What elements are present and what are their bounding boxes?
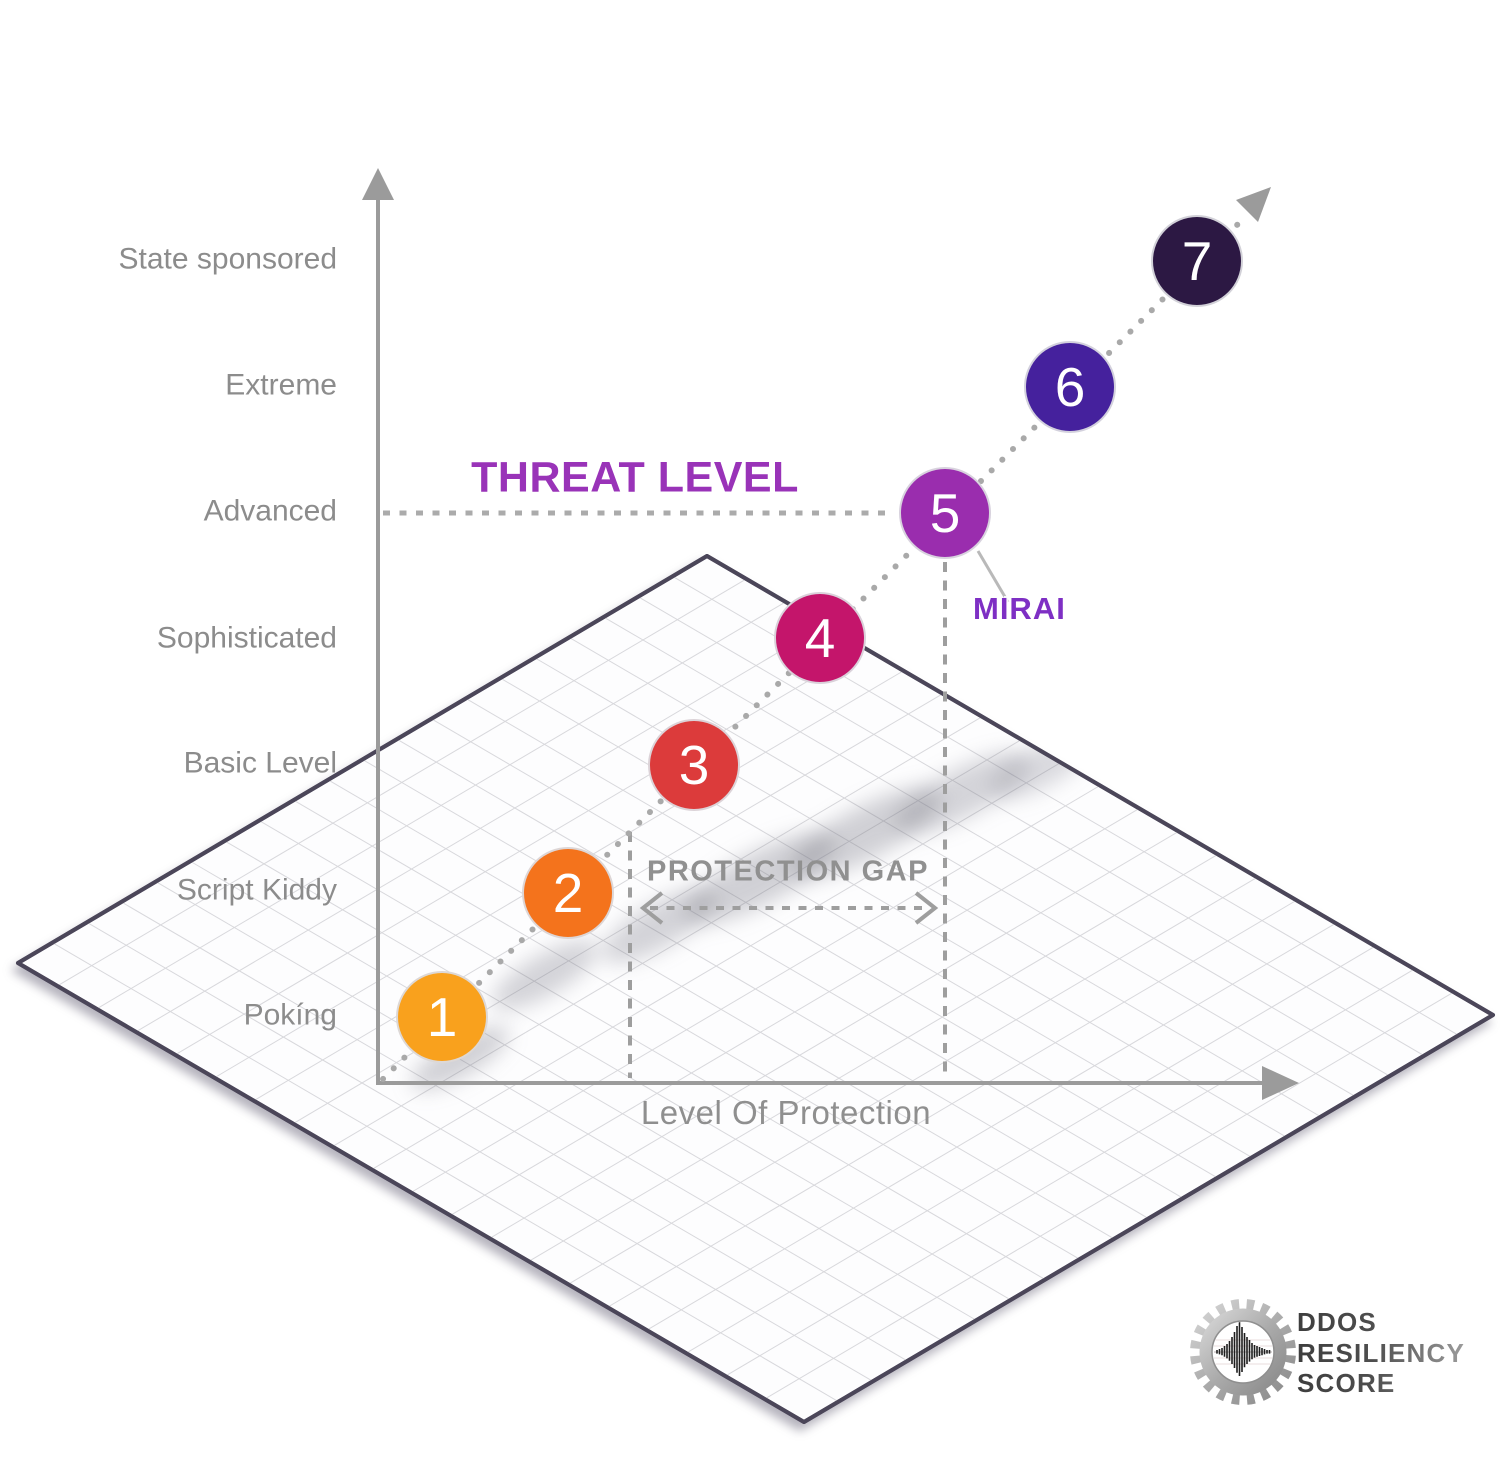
- y-tick-script-kiddy: Script Kiddy: [176, 873, 337, 907]
- mirai-annotation: MIRAI: [973, 591, 1066, 626]
- gap-arrow-right-icon: [914, 891, 939, 925]
- ddos-resiliency-score-gear-icon: [1190, 1299, 1296, 1405]
- threat-level-marker-5: 5: [899, 467, 991, 559]
- y-tick-sophisticated: Sophisticated: [156, 621, 337, 655]
- threat-level-marker-7: 7: [1151, 215, 1243, 307]
- threat-trend-arrow-icon: [1236, 187, 1271, 222]
- logo-line-ddos: DDOS: [1297, 1307, 1465, 1338]
- y-tick-state-sponsored: State sponsored: [118, 242, 337, 276]
- x-axis-title: Level Of Protection: [640, 1094, 932, 1131]
- y-tick-advanced: Advanced: [203, 494, 337, 528]
- protection-gap-label: PROTECTION GAP: [646, 855, 929, 888]
- threat-level-marker-2: 2: [522, 847, 614, 939]
- y-tick-poking: Pokíng: [243, 998, 337, 1032]
- threat-level-marker-1: 1: [396, 971, 488, 1063]
- logo-line-score: SCORE: [1297, 1368, 1465, 1399]
- isometric-grid-plane: [16, 554, 1495, 1424]
- threat-level-marker-3: 3: [648, 719, 740, 811]
- mirai-connector-line: [976, 550, 1010, 603]
- logo-line-resiliency: RESILIENCY: [1297, 1337, 1466, 1368]
- seismograph-waveform-icon: [1214, 1322, 1272, 1376]
- threat-level-marker-6: 6: [1024, 341, 1116, 433]
- y-tick-basic-level: Basic Level: [183, 746, 337, 780]
- x-axis-arrow-icon: [1262, 1066, 1299, 1100]
- threat-level-marker-4: 4: [774, 592, 866, 684]
- ddos-resiliency-score-wordmark: DDOS RESILIENCY SCORE: [1297, 1307, 1465, 1399]
- threat-level-title: THREAT LEVEL: [471, 453, 799, 502]
- y-axis-arrow-icon: [362, 168, 394, 200]
- y-tick-extreme: Extreme: [225, 368, 337, 402]
- protection-gap-arrow: [639, 891, 939, 925]
- gap-arrow-left-icon: [639, 891, 664, 925]
